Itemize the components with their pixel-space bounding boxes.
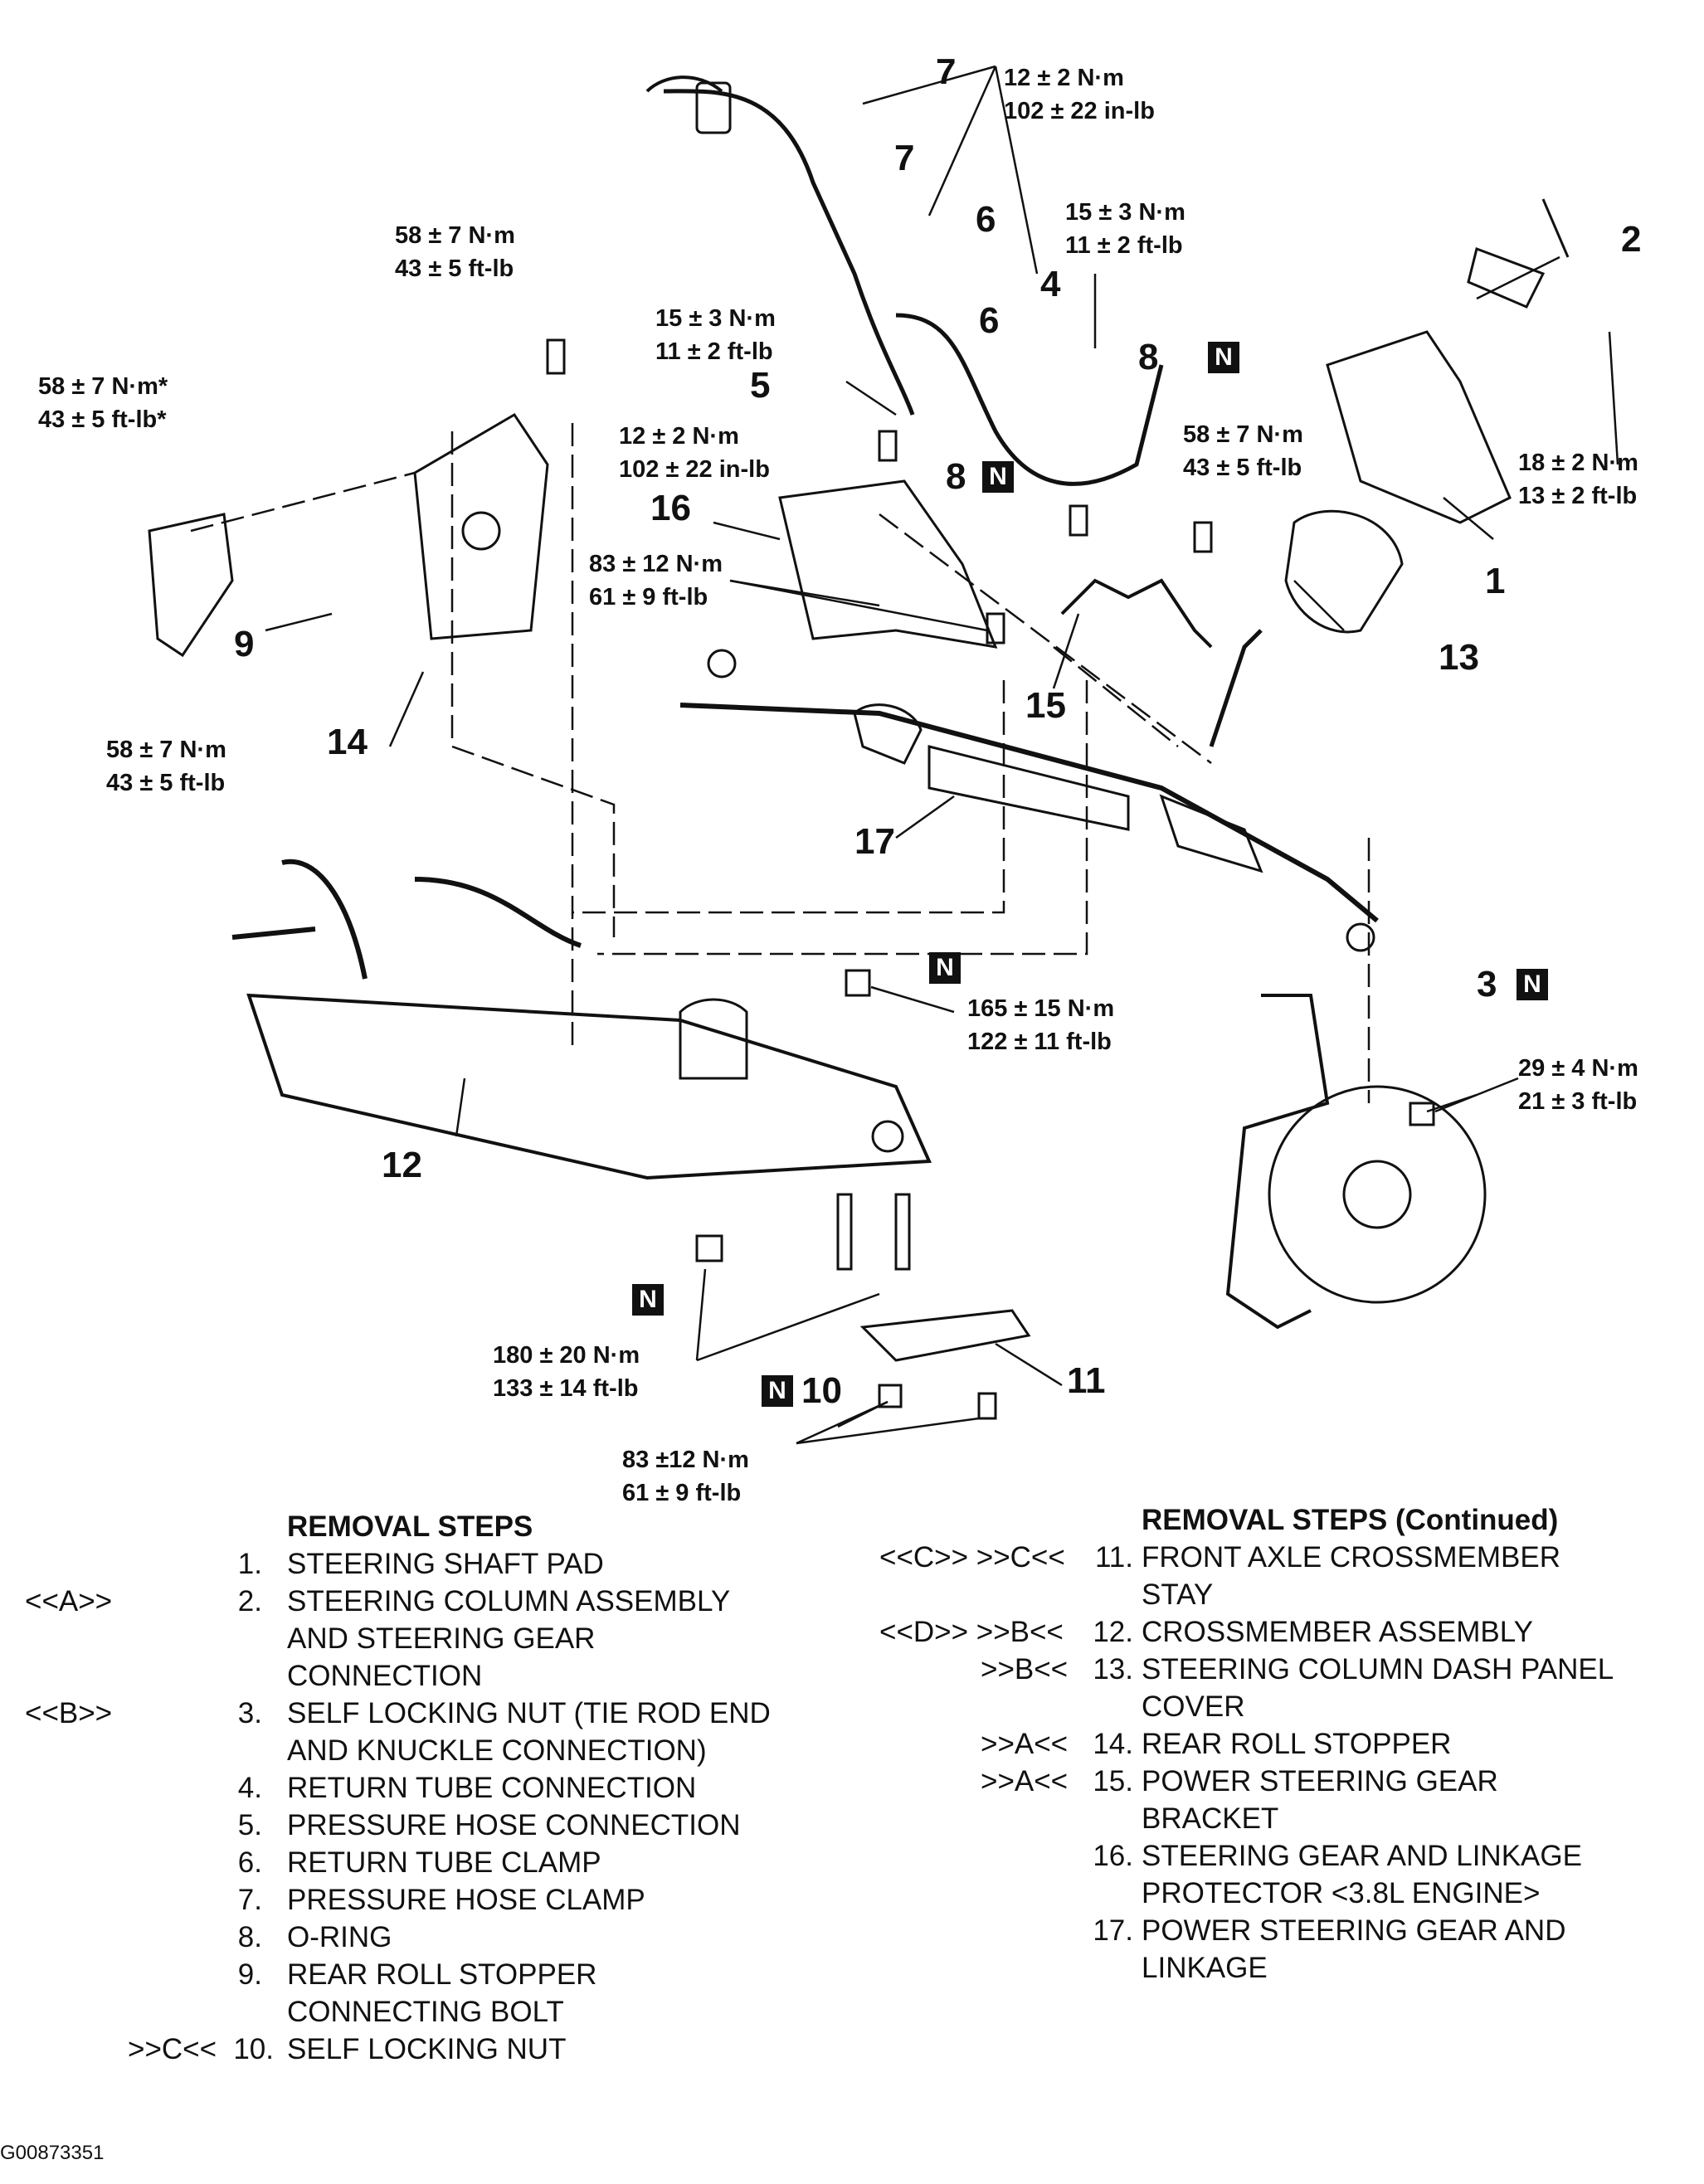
step-17: POWER STEERING GEAR AND xyxy=(1142,1914,1566,1947)
callout-8-secondary: 8 xyxy=(946,456,966,497)
callout-6-secondary: 6 xyxy=(979,300,1000,341)
callout-15: 15 xyxy=(1025,685,1066,726)
callout-10: 10 xyxy=(801,1370,842,1411)
crossmember-stay xyxy=(859,1309,1031,1362)
callout-2: 2 xyxy=(1621,219,1642,260)
step-13: STEERING COLUMN DASH PANEL xyxy=(1142,1653,1614,1685)
step-4: RETURN TUBE CONNECTION xyxy=(287,1772,697,1804)
exploded-view-diagram xyxy=(148,65,1619,1445)
dash-panel-cover xyxy=(1284,509,1404,634)
step-3: SELF LOCKING NUT (TIE ROD END xyxy=(287,1697,771,1729)
removal-steps-continued-heading: REMOVAL STEPS (Continued) xyxy=(1142,1504,1559,1536)
callout-6: 6 xyxy=(976,199,996,240)
step-10: SELF LOCKING NUT xyxy=(287,2033,567,2065)
step-9: REAR ROLL STOPPER xyxy=(287,1958,597,1991)
steering-gear-protector xyxy=(778,479,998,649)
step-2: STEERING COLUMN ASSEMBLY xyxy=(287,1585,731,1617)
torque-spec: 58 ± 7 N·m*43 ± 5 ft-lb* xyxy=(38,373,168,433)
removal-steps-heading: REMOVAL STEPS xyxy=(287,1510,533,1543)
new-part-badge: N xyxy=(1208,342,1239,373)
step-5: PRESSURE HOSE CONNECTION xyxy=(287,1809,741,1841)
callout-9: 9 xyxy=(234,624,255,664)
steering-shaft-pad xyxy=(1326,330,1512,524)
step-16: STEERING GEAR AND LINKAGE xyxy=(1142,1840,1582,1872)
step-11: FRONT AXLE CROSSMEMBER xyxy=(1142,1541,1561,1574)
removal-steps-list: REMOVAL STEPS 1.STEERING SHAFT PAD <<A>>… xyxy=(25,1508,846,2068)
knuckle xyxy=(1225,994,1330,1330)
step-8: O-RING xyxy=(287,1921,392,1953)
steering-rack xyxy=(679,703,1379,923)
return-tube xyxy=(895,313,1164,486)
step-15: POWER STEERING GEAR xyxy=(1142,1765,1498,1797)
callout-13: 13 xyxy=(1439,637,1479,678)
removal-steps-continued-list: REMOVAL STEPS (Continued) <<C>> >>C<<11.… xyxy=(879,1501,1692,1987)
callout-7: 7 xyxy=(936,51,957,92)
new-part-badge: N xyxy=(632,1284,664,1316)
callout-1: 1 xyxy=(1485,561,1506,601)
step-12: CROSSMEMBER ASSEMBLY xyxy=(1142,1616,1533,1648)
callout-17: 17 xyxy=(854,821,895,862)
crossmember xyxy=(246,993,932,1180)
callout-7-secondary: 7 xyxy=(894,138,915,178)
new-part-badge: N xyxy=(1517,969,1548,1000)
new-part-badge: N xyxy=(982,461,1014,493)
pressure-hose xyxy=(663,89,915,416)
step-7: PRESSURE HOSE CLAMP xyxy=(287,1884,645,1916)
steering-shaft xyxy=(1467,247,1546,309)
new-part-badge: N xyxy=(762,1375,793,1407)
new-part-badge: N xyxy=(929,952,961,984)
callout-11: 11 xyxy=(1067,1360,1106,1401)
callout-16: 16 xyxy=(650,488,691,528)
callout-5: 5 xyxy=(750,365,771,406)
callout-12: 12 xyxy=(382,1145,422,1185)
figure-id: G00873351 xyxy=(0,2142,105,2164)
callout-4: 4 xyxy=(1040,264,1061,304)
step-6: RETURN TUBE CLAMP xyxy=(287,1846,601,1879)
callout-8: 8 xyxy=(1138,337,1159,377)
brake-rotor xyxy=(1268,1085,1487,1304)
step-14: REAR ROLL STOPPER xyxy=(1142,1728,1452,1760)
power-steering-bracket xyxy=(1060,578,1213,649)
callout-3: 3 xyxy=(1477,964,1497,1004)
callout-14: 14 xyxy=(327,722,368,762)
step-1: STEERING SHAFT PAD xyxy=(287,1548,604,1580)
rear-roll-stopper xyxy=(413,412,549,640)
